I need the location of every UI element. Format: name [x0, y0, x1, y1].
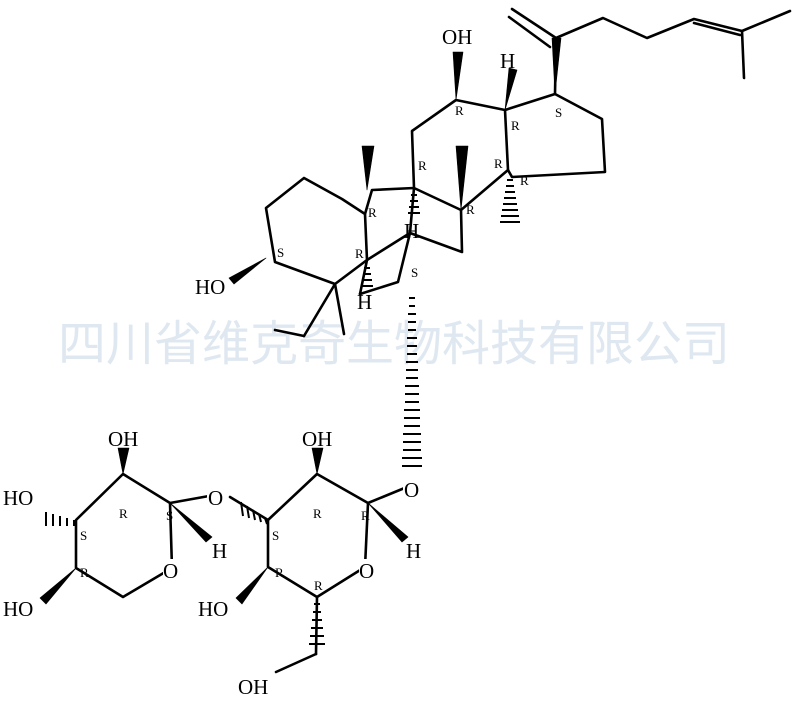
stereo-label: S [80, 528, 87, 543]
stereo-label: S [166, 508, 173, 523]
atom-label-h-c9: H [404, 219, 419, 243]
atom-labels: OH H HO H H O OH O H HO OH O OH HO HO O … [3, 22, 515, 699]
stereo-label: R [418, 158, 427, 173]
atom-label-o-ring-glc: O [359, 559, 374, 583]
atom-label-ho-c3: HO [195, 275, 225, 299]
stereo-label: R [80, 565, 89, 580]
stereo-label: S [555, 105, 562, 120]
stereo-label: R [466, 202, 475, 217]
atom-label-h-c5: H [357, 290, 372, 314]
stereo-label: R [520, 173, 529, 188]
stereo-label: R [368, 205, 377, 220]
stereo-label: R [355, 246, 364, 261]
atom-label-o-ring-xyl: O [163, 559, 178, 583]
wedge-bonds [39, 37, 562, 605]
company-watermark: 四川省维克奇生物科技有限公司 [58, 316, 730, 372]
atom-label-oh-glc2: OH [302, 427, 332, 451]
stereo-label: R [275, 565, 284, 580]
atom-label-h-c13: H [500, 49, 515, 73]
stereo-label: S [272, 528, 279, 543]
stereo-label: S [277, 245, 284, 260]
stereo-descriptors: R R S R R R R R R S S R R S R R R S S R [80, 103, 562, 593]
hashed-bonds [45, 179, 520, 645]
atom-label-h-glc1: H [406, 539, 421, 563]
atom-label-oh-xyl2: OH [108, 427, 138, 451]
stereo-label: S [411, 265, 418, 280]
atom-label-h-xyl1: H [212, 539, 227, 563]
atom-label-o-link: O [208, 486, 223, 510]
stereo-label: R [361, 508, 370, 523]
stereo-label: R [494, 156, 503, 171]
stereo-label: R [119, 506, 128, 521]
atom-label-o-glycosidic: O [404, 478, 419, 502]
stereo-label: R [511, 118, 520, 133]
atom-label-ho-glc4: HO [198, 597, 228, 621]
stereo-label: R [313, 506, 322, 521]
atom-label-oh-glc6: OH [238, 675, 268, 699]
atom-label-ho-xyl3: HO [3, 486, 33, 510]
atom-label-ho-xyl4: HO [3, 597, 33, 621]
atom-label-oh-c12: OH [442, 25, 472, 49]
stereo-label: R [455, 103, 464, 118]
stereo-label: R [314, 578, 323, 593]
